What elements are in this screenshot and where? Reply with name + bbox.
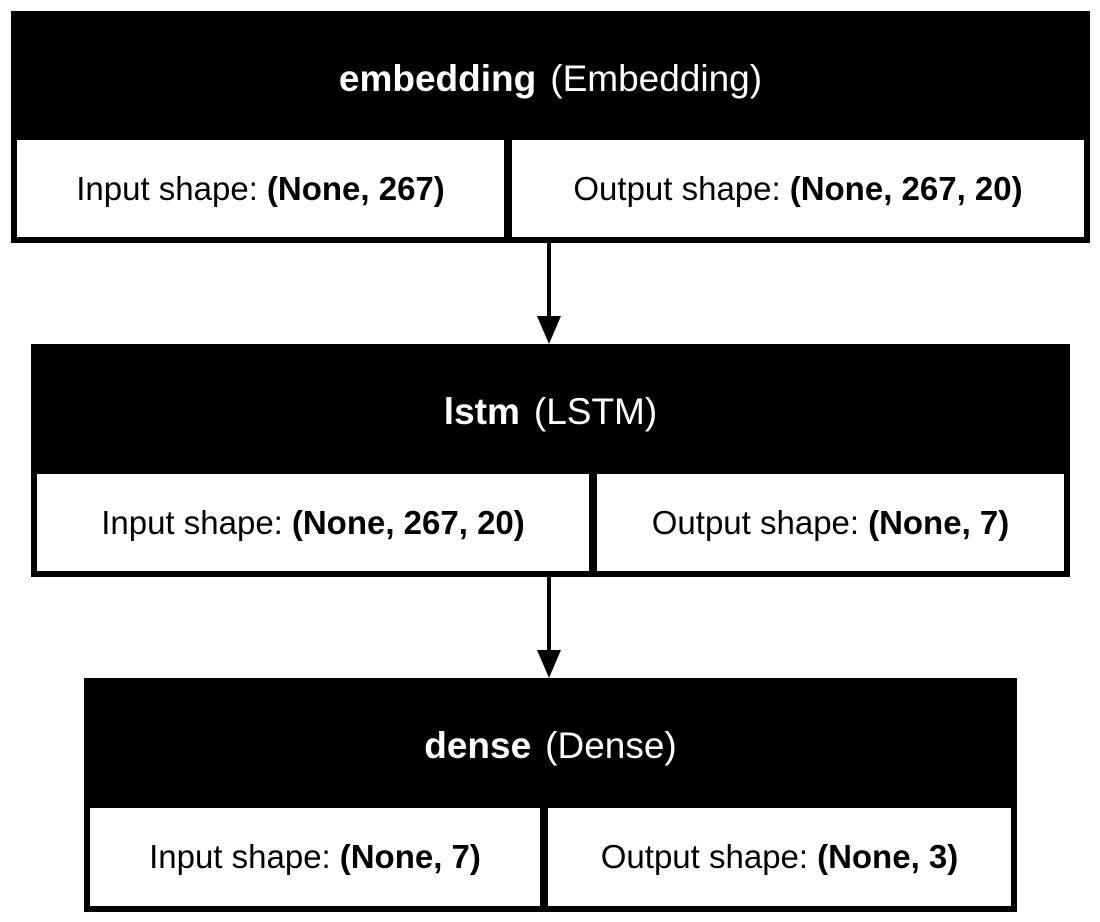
layer-node-dense: dense (Dense) Input shape: (None, 7) Out… (84, 678, 1017, 912)
layer-name: dense (424, 725, 532, 766)
output-shape-value: (None, 3) (817, 838, 959, 875)
input-shape-value: (None, 7) (339, 838, 481, 875)
layer-name: embedding (338, 57, 537, 99)
output-shape-value: (None, 7) (868, 503, 1010, 541)
output-shape-label: Output shape: (573, 169, 781, 207)
output-shape-label: Output shape: (651, 503, 860, 541)
output-shape-label: Output shape: (600, 838, 809, 875)
output-shape-cell: Output shape: (None, 267, 20) (504, 140, 1084, 237)
input-shape-cell: Input shape: (None, 267, 20) (37, 474, 589, 571)
edge-lstm-to-dense (537, 577, 561, 678)
arrowhead-icon (537, 316, 561, 344)
input-shape-label: Input shape: (76, 169, 258, 207)
layer-node-lstm: lstm (LSTM) Input shape: (None, 267, 20)… (31, 344, 1070, 577)
output-shape-cell: Output shape: (None, 3) (540, 808, 1011, 906)
input-shape-value: (None, 267) (266, 169, 445, 207)
input-shape-label: Input shape: (149, 838, 331, 875)
edge-embedding-to-lstm (537, 243, 561, 344)
layer-shapes-row: Input shape: (None, 7) Output shape: (No… (90, 808, 1011, 906)
output-shape-value: (None, 267, 20) (789, 169, 1023, 207)
input-shape-label: Input shape: (101, 503, 283, 541)
input-shape-cell: Input shape: (None, 7) (90, 808, 540, 906)
layer-header: lstm (LSTM) (37, 350, 1064, 474)
layer-type: (Embedding) (550, 57, 763, 99)
input-shape-cell: Input shape: (None, 267) (17, 140, 504, 237)
output-shape-cell: Output shape: (None, 7) (589, 474, 1064, 571)
arrowhead-icon (537, 650, 561, 678)
layer-shapes-row: Input shape: (None, 267, 20) Output shap… (37, 474, 1064, 571)
layer-node-embedding: embedding (Embedding) Input shape: (None… (11, 11, 1090, 243)
layer-type: (Dense) (545, 725, 677, 766)
layer-type: (LSTM) (533, 391, 658, 432)
layer-header: embedding (Embedding) (17, 17, 1084, 140)
layer-shapes-row: Input shape: (None, 267) Output shape: (… (17, 140, 1084, 237)
layer-header: dense (Dense) (90, 684, 1011, 808)
input-shape-value: (None, 267, 20) (291, 503, 525, 541)
layer-name: lstm (443, 391, 520, 432)
